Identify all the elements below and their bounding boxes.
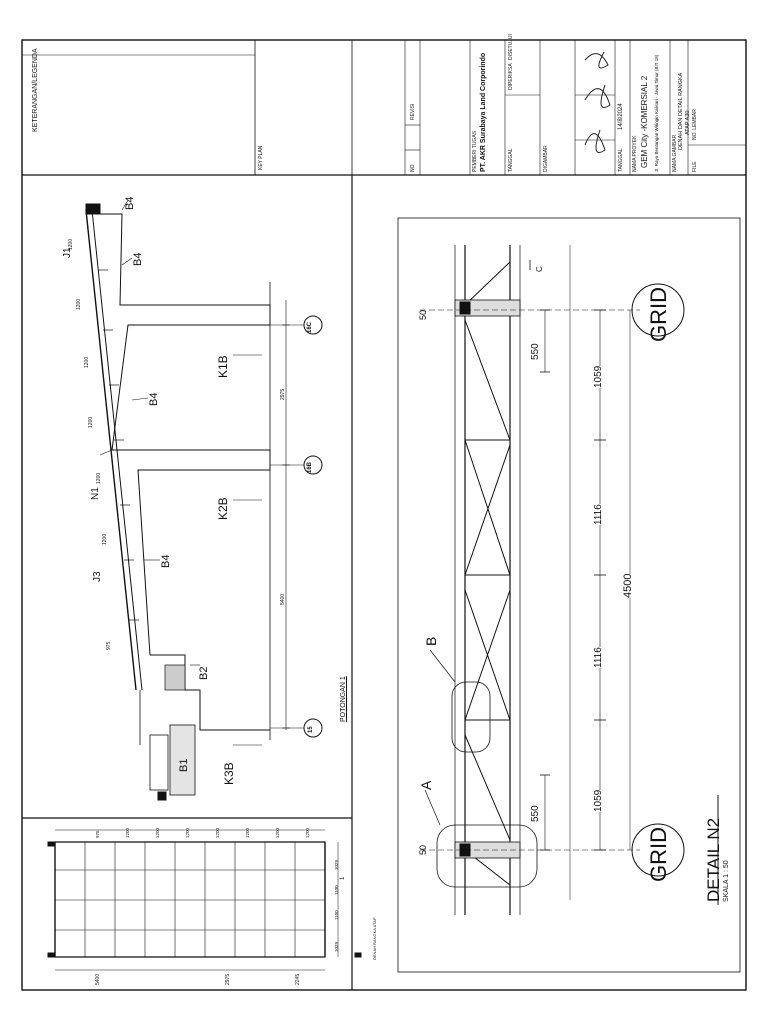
plan-top-dim-8: 1200 bbox=[305, 827, 310, 838]
grid-circle-bottom bbox=[631, 823, 685, 877]
tb-disetujui-label: DISETUJUI bbox=[508, 34, 514, 60]
label-b2: B2 bbox=[198, 666, 210, 680]
grid-circle-top bbox=[631, 283, 685, 337]
label-j3: J3 bbox=[92, 571, 103, 582]
section-drawing bbox=[85, 199, 305, 801]
label-b1: B1 bbox=[178, 758, 190, 772]
label-b4-4: B4 bbox=[160, 554, 172, 568]
dim-4500: 4500 bbox=[622, 573, 634, 598]
signature-3 bbox=[584, 51, 609, 69]
tb-tanggal-label: TANGGAL bbox=[508, 148, 514, 172]
dim-1059-top: 1059 bbox=[593, 365, 604, 388]
tb-diperiksa-label: DIPERIKSA bbox=[508, 63, 514, 90]
signature-1 bbox=[584, 129, 606, 153]
dim-1059-bottom: 1059 bbox=[593, 789, 604, 812]
dim-1116-2: 1116 bbox=[593, 647, 604, 668]
label-k2b: K2B bbox=[216, 497, 230, 520]
drawing-title-1: DENAH DAN DETAIL RANGKA bbox=[678, 72, 684, 150]
plan-drawing bbox=[47, 829, 362, 971]
plan-top-dim-3: 1200 bbox=[155, 827, 160, 838]
plan-top-dim-6: 1200 bbox=[245, 827, 250, 838]
plan-side-dim-2: 1100 bbox=[334, 885, 339, 895]
dim-50-bottom: 50 bbox=[418, 844, 428, 855]
detail-border bbox=[397, 217, 741, 973]
tb-nama-proyek-label: NAMA PROYEK bbox=[632, 135, 638, 172]
plan-marker: 1 bbox=[340, 876, 346, 880]
tb-revisi-label: REVISI bbox=[410, 103, 416, 120]
plan-top-dim-7: 1200 bbox=[275, 827, 280, 838]
dim-975: 975 bbox=[106, 641, 112, 650]
dim-50-top: 50 bbox=[418, 309, 428, 320]
key-plan-label: KEY PLAN bbox=[258, 145, 264, 170]
dim-1200-4: 1200 bbox=[88, 416, 94, 428]
detail-drawing bbox=[420, 245, 719, 915]
company-name: PT. AKR Surabaya Land Corporindo bbox=[480, 52, 487, 172]
sheet-frame bbox=[21, 39, 747, 991]
plan-top-dim-1: 975 bbox=[95, 830, 100, 838]
plan-top-dim-2: 1200 bbox=[125, 827, 130, 838]
label-n1: N1 bbox=[90, 487, 101, 500]
grid-16c-label: 16C bbox=[307, 321, 313, 333]
tb-pemberi-tugas-label: PEMBERI TUGAS bbox=[472, 130, 478, 172]
project-name: GEM City -KOMERSIAL 2 bbox=[640, 75, 649, 168]
tb-tanggal-2-label: TANGGAL bbox=[618, 148, 624, 172]
label-b4-top: B4 bbox=[124, 196, 136, 210]
tb-no-lembar-label: NO. LEMBAR bbox=[692, 109, 698, 140]
grid-label-top: GRID bbox=[646, 287, 671, 342]
detail-scale: SKALA 1 : 50 bbox=[723, 860, 730, 902]
tb-file-label: FILE bbox=[692, 161, 698, 172]
drawing-title-2: ATAP A30 bbox=[685, 110, 691, 135]
dim-1200-1: 1200 bbox=[68, 238, 74, 250]
detail-title: DETAIL N2 bbox=[704, 817, 723, 902]
signature-2 bbox=[584, 84, 611, 108]
grid-bubble-16c bbox=[303, 315, 323, 335]
dim-1200-6: 1200 bbox=[102, 533, 108, 545]
plan-side-dim-1: 1029 bbox=[334, 859, 339, 870]
label-b4-3: B4 bbox=[148, 392, 160, 406]
plan-bottom-dim-1: 5400 bbox=[95, 973, 101, 985]
legend-header: KETERANGAN/LEGENDA bbox=[32, 48, 39, 132]
dim-1116-1: 1116 bbox=[593, 504, 604, 525]
plan-side-dim-4: 1029 bbox=[334, 941, 339, 952]
plan-top-dim-5: 1200 bbox=[215, 827, 220, 838]
tb-digambar-label: DIGAMBAR bbox=[543, 145, 549, 172]
label-k1b: K1B bbox=[216, 355, 230, 378]
tb-no-label: NO bbox=[410, 164, 416, 173]
dim-5400: 5400 bbox=[280, 593, 286, 605]
plan-bottom-dim-2: 2975 bbox=[225, 973, 231, 985]
callout-b: B bbox=[423, 636, 439, 646]
dim-1200-5: 1200 bbox=[96, 472, 102, 484]
plan-caption: DENAH RANGKA ATAP bbox=[372, 917, 377, 960]
grid-16b-label: 16B bbox=[307, 461, 313, 473]
label-b4-2: B4 bbox=[132, 252, 144, 266]
plan-side-dim-3: 1100 bbox=[334, 910, 339, 920]
title-block-grid bbox=[404, 40, 746, 175]
plan-top-dim-4: 1200 bbox=[185, 827, 190, 838]
plan-bottom-dim-3: 2245 bbox=[295, 973, 301, 985]
section-title: POTONGAN 1 bbox=[340, 676, 347, 722]
callout-a: A bbox=[418, 780, 434, 790]
grid-label-bottom: GRID bbox=[646, 827, 671, 882]
drawing-date: 14/8/2024 bbox=[618, 103, 624, 130]
mark-c: C bbox=[535, 266, 544, 272]
dim-1200-2: 1200 bbox=[76, 298, 82, 310]
project-address: Jl. Raya Bentangan Wiringin Kalisari - J… bbox=[654, 54, 659, 172]
dim-1200-3: 1200 bbox=[84, 356, 90, 368]
dim-2975: 2975 bbox=[280, 388, 286, 400]
dim-550-top: 550 bbox=[530, 343, 541, 360]
grid-bubble-16b bbox=[303, 455, 323, 475]
dim-550-bottom: 550 bbox=[530, 805, 541, 822]
grid-bubble-15 bbox=[303, 718, 323, 738]
label-k3b: K3B bbox=[222, 762, 236, 785]
grid-15-label: 15 bbox=[308, 726, 314, 733]
